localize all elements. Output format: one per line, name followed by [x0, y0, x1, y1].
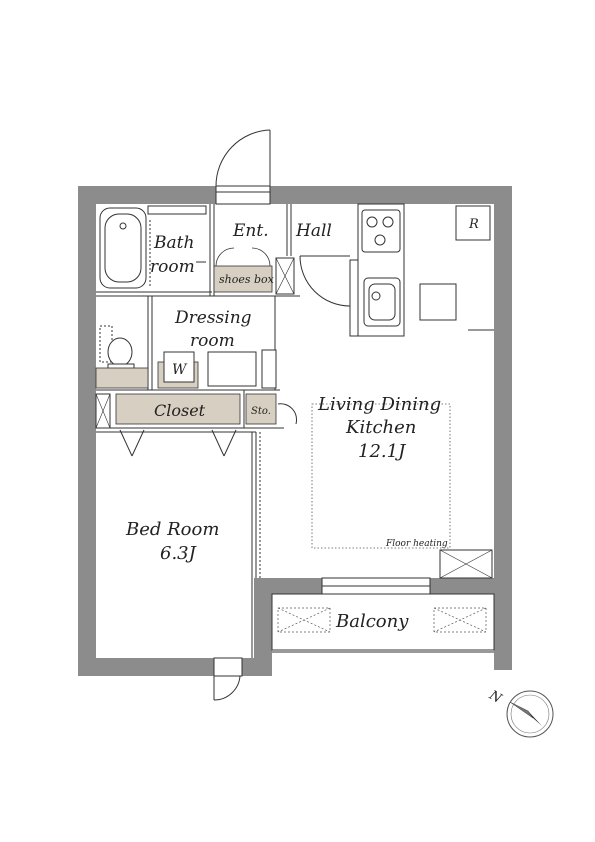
compass-n-label: N [486, 687, 505, 706]
closet-doors [119, 429, 237, 457]
balcony-label: Balcony [335, 611, 409, 632]
kitchen-island-box [419, 283, 457, 321]
storage-door [277, 403, 298, 425]
ac-cabinet-hatch [439, 549, 493, 579]
ldk-size: 12.1J [358, 441, 407, 462]
dressing-label-1: Dressing [174, 308, 252, 328]
bath-label-1: Bath [153, 233, 194, 253]
ldk-label-2: Kitchen [345, 417, 416, 438]
kitchen-counter [349, 203, 405, 337]
compass-needle [509, 701, 534, 719]
dressing-side-unit [261, 349, 277, 389]
closet-label: Closet [154, 401, 206, 420]
washing-machine [163, 351, 195, 383]
floor-heating-label: Floor heating [385, 539, 448, 549]
bedroom-label: Bed Room [125, 519, 219, 540]
bathtub [99, 207, 147, 289]
hall-cabinet-hatch [275, 257, 295, 295]
shoes-box-doors [215, 247, 271, 267]
balcony-window [321, 577, 431, 595]
closet-side-hatch [95, 393, 111, 429]
entrance-label: Ent. [232, 221, 269, 241]
balcony-units [277, 607, 487, 633]
shoes-box-label: shoes box [219, 273, 275, 286]
washer-label: W [172, 362, 188, 378]
balcony [271, 593, 495, 653]
ldk-label-1: Living Dining [317, 394, 441, 415]
washroom-shelf [95, 367, 149, 389]
bedroom-size: 6.3J [160, 543, 198, 564]
exterior-walls [78, 186, 512, 676]
storage [245, 393, 277, 425]
storage-label: Sto. [251, 406, 271, 417]
compass: N [486, 687, 554, 738]
dressing-cabinet [207, 351, 257, 387]
bedroom-exterior-door [213, 657, 243, 701]
refrigerator [455, 205, 491, 241]
entrance-door [215, 129, 271, 205]
bath-label-2: room [150, 257, 195, 277]
shoes-box [213, 265, 273, 293]
refrigerator-label: R [468, 217, 479, 232]
closet [115, 393, 241, 425]
floor-heating-area [311, 403, 451, 549]
bath-fixtures [147, 205, 207, 288]
dressing-label-2: room [190, 331, 235, 351]
hall-label: Hall [295, 221, 332, 241]
hall-door [299, 255, 351, 307]
